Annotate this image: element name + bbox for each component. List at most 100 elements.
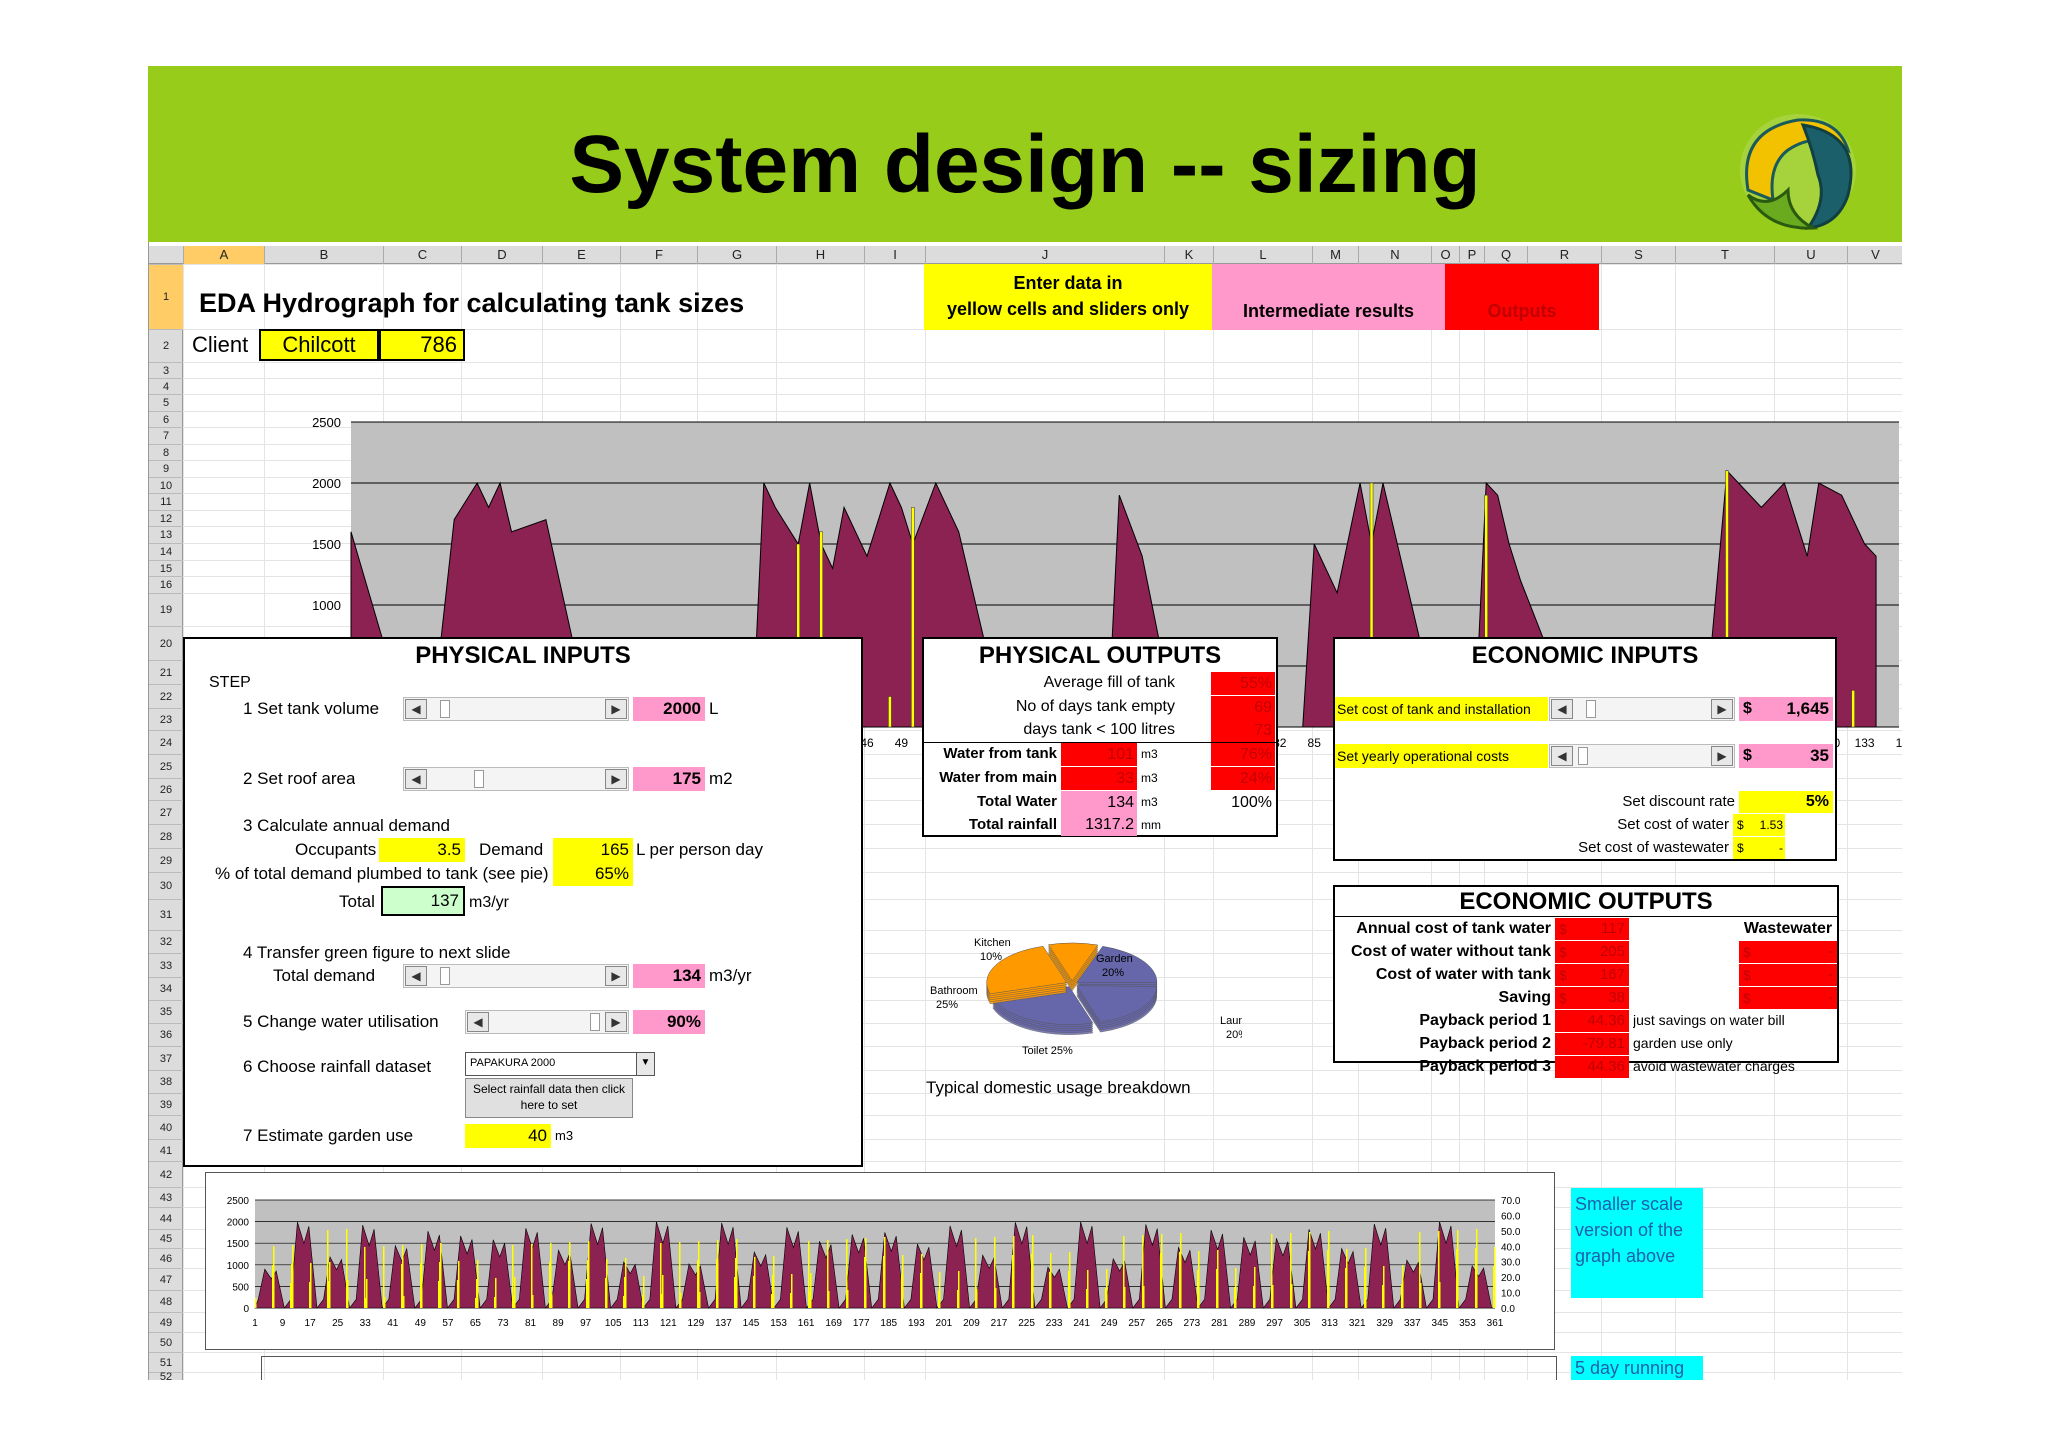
row-header[interactable]: 38 <box>149 1070 183 1093</box>
row-header[interactable]: 51 <box>149 1352 183 1372</box>
column-header[interactable]: E <box>542 246 620 264</box>
slider-right-button[interactable]: ▶ <box>1711 746 1733 766</box>
row-header[interactable]: 29 <box>149 848 183 872</box>
slider-right-button[interactable]: ▶ <box>605 769 627 789</box>
row-header[interactable]: 20 <box>149 626 183 660</box>
row-header[interactable]: 11 <box>149 493 183 510</box>
row-header[interactable]: 7 <box>149 427 183 444</box>
slider-right-button[interactable]: ▶ <box>605 699 627 719</box>
column-header[interactable]: M <box>1312 246 1358 264</box>
column-header[interactable]: D <box>461 246 542 264</box>
slider-left-button[interactable]: ◀ <box>1551 746 1573 766</box>
row-header[interactable]: 22 <box>149 684 183 708</box>
row-header[interactable]: 34 <box>149 977 183 1000</box>
column-header[interactable]: S <box>1601 246 1675 264</box>
row-header[interactable]: 44 <box>149 1207 183 1229</box>
column-header[interactable]: B <box>264 246 383 264</box>
row-header[interactable]: 47 <box>149 1268 183 1290</box>
row-header[interactable]: 36 <box>149 1023 183 1046</box>
row-header[interactable]: 1 <box>149 264 183 329</box>
discount-input[interactable]: 5% <box>1739 791 1833 813</box>
row-header[interactable]: 43 <box>149 1187 183 1207</box>
tank-volume-slider[interactable]: ◀ ▶ <box>403 697 629 721</box>
row-header[interactable]: 31 <box>149 899 183 930</box>
row-header[interactable]: 25 <box>149 754 183 778</box>
row-header[interactable]: 6 <box>149 411 183 427</box>
slider-left-button[interactable]: ◀ <box>405 966 427 986</box>
column-header[interactable]: V <box>1847 246 1902 264</box>
row-header[interactable]: 24 <box>149 730 183 754</box>
column-header[interactable]: R <box>1527 246 1601 264</box>
slider-left-button[interactable]: ◀ <box>1551 699 1573 719</box>
slider-thumb[interactable] <box>440 967 450 985</box>
row-header[interactable]: 40 <box>149 1115 183 1139</box>
row-header[interactable]: 8 <box>149 444 183 460</box>
row-header[interactable]: 15 <box>149 560 183 576</box>
op-cost-slider[interactable]: ◀ ▶ <box>1549 744 1735 768</box>
row-header[interactable]: 45 <box>149 1229 183 1248</box>
row-header[interactable]: 35 <box>149 1000 183 1023</box>
slider-left-button[interactable]: ◀ <box>405 699 427 719</box>
tank-cost-slider[interactable]: ◀ ▶ <box>1549 697 1735 721</box>
row-header[interactable]: 28 <box>149 824 183 848</box>
occupants-input[interactable]: 3.5 <box>379 838 465 862</box>
row-header[interactable]: 41 <box>149 1139 183 1161</box>
chevron-down-icon[interactable]: ▼ <box>636 1053 654 1075</box>
row-header[interactable]: 3 <box>149 362 183 378</box>
row-header[interactable]: 19 <box>149 593 183 626</box>
row-header[interactable]: 33 <box>149 953 183 977</box>
slider-thumb[interactable] <box>590 1013 600 1031</box>
set-rainfall-button[interactable]: Select rainfall data then click here to … <box>465 1078 633 1118</box>
slider-thumb[interactable] <box>1586 700 1596 718</box>
row-header[interactable]: 37 <box>149 1046 183 1070</box>
column-header[interactable]: F <box>620 246 697 264</box>
column-header[interactable]: J <box>925 246 1164 264</box>
column-header[interactable]: T <box>1675 246 1774 264</box>
client-number-cell[interactable]: 786 <box>379 329 465 361</box>
row-header[interactable]: 42 <box>149 1161 183 1187</box>
slider-thumb[interactable] <box>1578 747 1588 765</box>
column-header[interactable]: O <box>1431 246 1459 264</box>
row-header[interactable]: 5 <box>149 394 183 411</box>
row-header[interactable]: 12 <box>149 510 183 526</box>
row-header[interactable]: 27 <box>149 800 183 824</box>
column-header[interactable]: A <box>183 246 264 264</box>
row-header[interactable]: 39 <box>149 1093 183 1115</box>
slider-right-button[interactable]: ▶ <box>605 1012 627 1032</box>
row-header[interactable]: 13 <box>149 526 183 543</box>
column-header[interactable]: Q <box>1484 246 1527 264</box>
roof-area-slider[interactable]: ◀ ▶ <box>403 767 629 791</box>
slider-thumb[interactable] <box>474 770 484 788</box>
row-header[interactable]: 52 <box>149 1372 183 1380</box>
slider-thumb[interactable] <box>440 700 450 718</box>
slider-right-button[interactable]: ▶ <box>605 966 627 986</box>
row-header[interactable]: 2 <box>149 329 183 362</box>
row-header[interactable]: 14 <box>149 543 183 560</box>
row-header[interactable]: 4 <box>149 378 183 394</box>
row-header[interactable]: 26 <box>149 778 183 800</box>
column-header[interactable]: C <box>383 246 461 264</box>
row-header[interactable]: 30 <box>149 872 183 899</box>
demand-input[interactable]: 165 <box>553 838 633 862</box>
slider-left-button[interactable]: ◀ <box>467 1012 489 1032</box>
water-cost-input[interactable]: 1.53 <box>1753 814 1785 836</box>
row-header[interactable]: 9 <box>149 460 183 477</box>
row-header[interactable]: 48 <box>149 1290 183 1312</box>
row-header[interactable]: 23 <box>149 708 183 730</box>
column-header[interactable]: P <box>1459 246 1484 264</box>
slider-left-button[interactable]: ◀ <box>405 769 427 789</box>
column-header[interactable]: G <box>697 246 776 264</box>
column-header[interactable]: U <box>1774 246 1847 264</box>
rainfall-dataset-dropdown[interactable]: PAPAKURA 2000 ▼ <box>465 1052 655 1076</box>
column-header[interactable]: L <box>1213 246 1312 264</box>
utilisation-slider[interactable]: ◀ ▶ <box>465 1010 629 1034</box>
slider-right-button[interactable]: ▶ <box>1711 699 1733 719</box>
row-header[interactable]: 10 <box>149 477 183 493</box>
column-header[interactable]: K <box>1164 246 1213 264</box>
row-header[interactable]: 32 <box>149 930 183 953</box>
column-header[interactable]: N <box>1358 246 1431 264</box>
column-header[interactable]: H <box>776 246 864 264</box>
client-name-cell[interactable]: Chilcott <box>259 329 379 361</box>
row-header[interactable]: 46 <box>149 1248 183 1268</box>
row-header[interactable]: 21 <box>149 660 183 684</box>
